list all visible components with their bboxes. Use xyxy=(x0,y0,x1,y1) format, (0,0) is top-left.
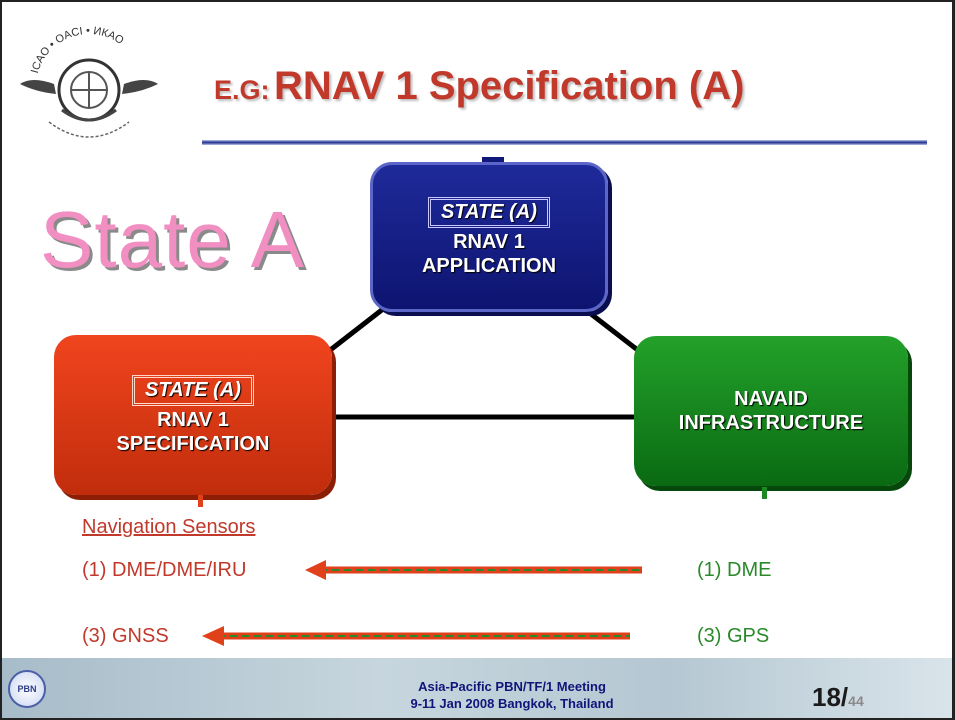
footer-banner xyxy=(2,658,952,718)
navaid-tick xyxy=(762,487,767,499)
pbn-logo-icon: PBN xyxy=(8,670,46,708)
title-main: RNAV 1 Specification (A) xyxy=(273,64,745,108)
meeting-line1: Asia-Pacific PBN/TF/1 Meeting xyxy=(418,679,606,694)
application-state-tag: STATE (A) xyxy=(428,196,550,228)
title-underline xyxy=(202,140,927,145)
specification-state-tag: STATE (A) xyxy=(132,374,254,406)
application-line2: APPLICATION xyxy=(421,254,557,277)
navaid-infrastructure-box: NAVAID INFRASTRUCTURE xyxy=(634,336,908,486)
specification-line2: SPECIFICATION xyxy=(116,432,270,455)
icao-emblem-icon: ICAO • OACI • ИКАО xyxy=(20,25,158,138)
slide-title: E.G: RNAV 1 Specification (A) xyxy=(214,64,744,109)
rnav-application-box: STATE (A) RNAV 1 APPLICATION xyxy=(370,162,608,312)
specification-line1: RNAV 1 xyxy=(157,408,229,431)
sensor-item-dme-dme-iru: (1) DME/DME/IRU xyxy=(82,559,247,581)
navaid-item-gps: (3) GPS xyxy=(697,625,770,647)
page-number: 18/44 xyxy=(812,682,864,713)
specification-tick xyxy=(198,495,203,507)
line-application-specification xyxy=(318,300,394,360)
rnav-specification-box: STATE (A) RNAV 1 SPECIFICATION xyxy=(54,335,332,495)
title-prefix: E.G: xyxy=(214,75,270,105)
navaid-line2: INFRASTRUCTURE xyxy=(678,412,864,434)
arrow-gnss xyxy=(202,626,630,646)
navigation-sensors-heading: Navigation Sensors xyxy=(82,516,256,538)
page-total: 44 xyxy=(848,693,864,709)
meeting-line2: 9-11 Jan 2008 Bangkok, Thailand xyxy=(410,696,614,711)
navaid-item-dme: (1) DME xyxy=(697,559,772,581)
state-a-label: State A xyxy=(40,195,305,284)
page-current: 18/ xyxy=(812,682,849,712)
arrow-dme xyxy=(305,560,642,580)
sensor-item-gnss: (3) GNSS xyxy=(82,625,169,647)
meeting-info: Asia-Pacific PBN/TF/1 Meeting 9-11 Jan 2… xyxy=(382,678,642,712)
application-line1: RNAV 1 xyxy=(453,230,525,253)
navaid-line1: NAVAID xyxy=(734,388,808,410)
application-box-notch xyxy=(482,157,504,163)
